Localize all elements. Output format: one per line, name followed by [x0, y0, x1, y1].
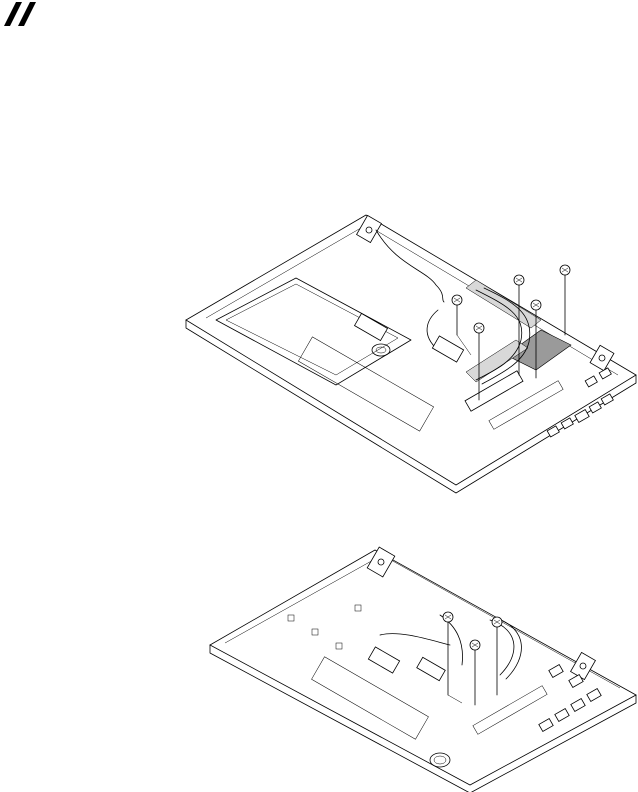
base-cover-outline — [186, 215, 636, 493]
double-slash-logo-icon — [4, 2, 38, 26]
screw — [560, 265, 570, 335]
top-assembly-illustration — [176, 210, 636, 490]
bottom-assembly-illustration — [200, 545, 636, 790]
